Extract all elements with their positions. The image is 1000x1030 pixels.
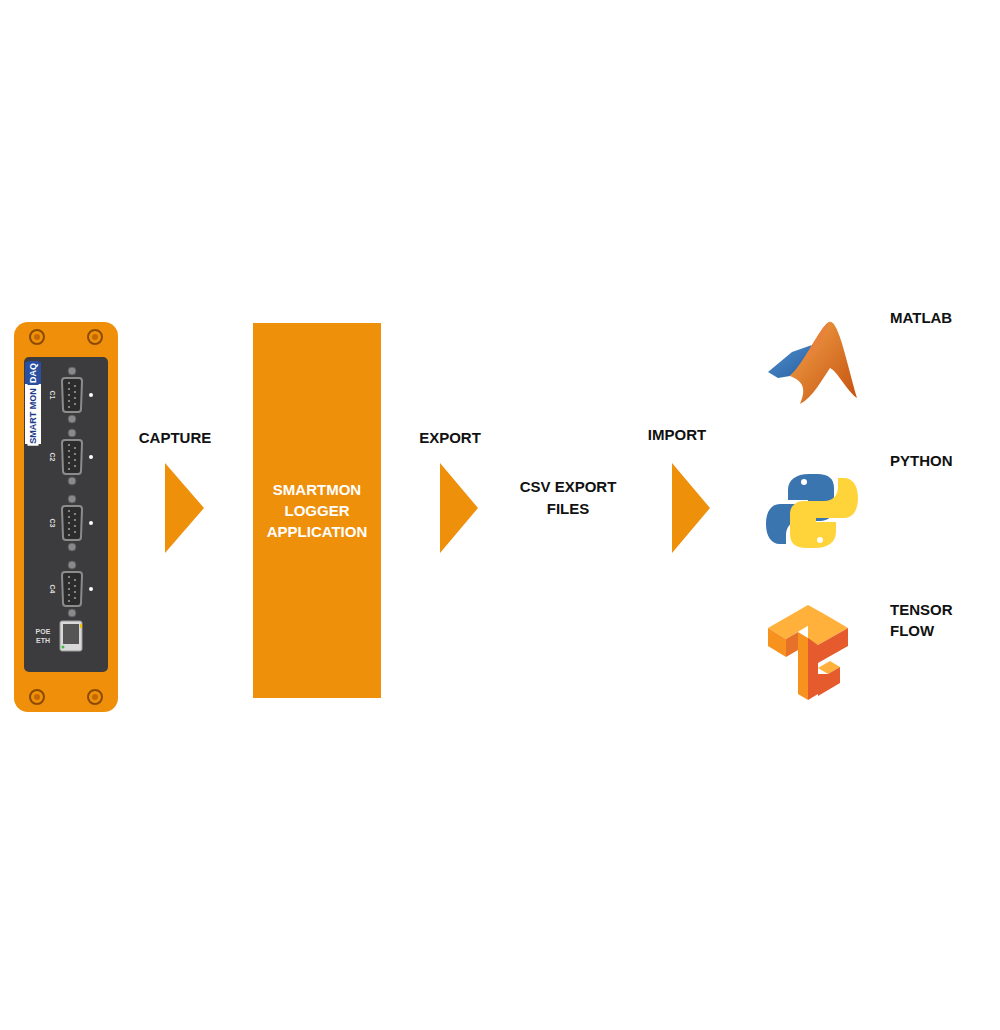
label-holder: IMPORT [648, 426, 706, 444]
port-name: C3 [48, 519, 56, 528]
port-name: C2 [48, 453, 56, 462]
label-holder: PYTHON [890, 452, 953, 470]
device-brand: SMART MON [28, 386, 39, 446]
flow-chevron [165, 463, 710, 553]
label-holder: C3 [48, 519, 56, 528]
port-name: C4 [48, 585, 56, 594]
port-name: C1 [48, 391, 56, 400]
label-holder: C1 [48, 391, 56, 400]
label-holder: C2 [48, 453, 56, 462]
port-name: POE [36, 628, 51, 636]
label-holder: POE [36, 628, 51, 636]
label-holder: ETH [36, 637, 50, 645]
label-holder: TENSOR FLOW [890, 599, 962, 641]
file-label: CSV EXPORT FILES [512, 476, 624, 520]
tool-name: PYTHON [890, 452, 953, 470]
python-logo [766, 474, 858, 548]
label-holder: SMART MON [28, 386, 39, 446]
label-holder: MATLAB [890, 309, 952, 327]
step-label: IMPORT [648, 426, 706, 444]
device-brand-tag: DAQ [28, 361, 39, 385]
process-box: SMARTMON LOGGER APPLICATION [253, 323, 381, 698]
tool-name: TENSOR FLOW [890, 599, 962, 641]
label-holder: EXPORT [419, 429, 481, 447]
label-holder: CAPTURE [139, 429, 212, 447]
port-name: ETH [36, 637, 50, 645]
daq-device [14, 322, 118, 712]
tensorflow-logo [768, 605, 848, 700]
label-holder: C4 [48, 585, 56, 594]
step-label: EXPORT [419, 429, 481, 447]
box-title: SMARTMON LOGGER APPLICATION [263, 479, 371, 542]
label-holder: CSV EXPORT FILES [512, 476, 624, 520]
label-holder: DAQ [28, 361, 39, 385]
step-label: CAPTURE [139, 429, 212, 447]
tool-name: MATLAB [890, 309, 952, 327]
matlab-logo [768, 322, 857, 404]
